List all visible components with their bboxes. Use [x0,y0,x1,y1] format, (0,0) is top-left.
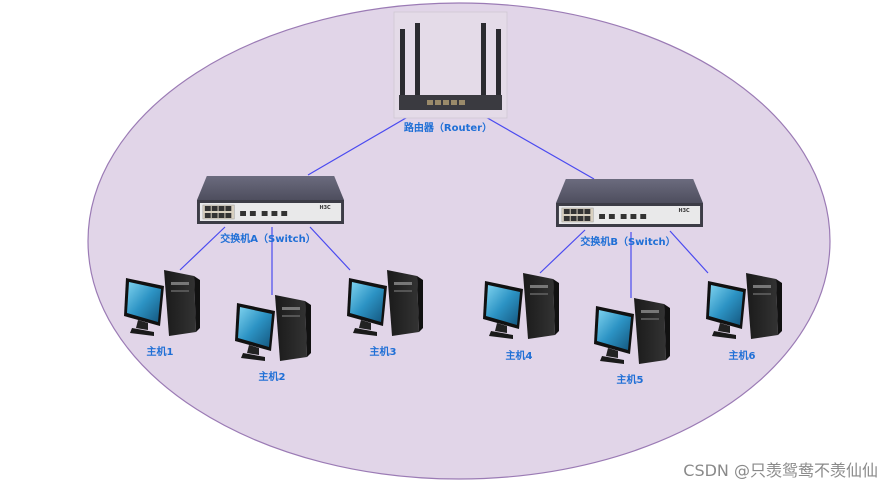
host-3-label: 主机3 [369,347,397,358]
switch-a-icon [196,175,345,225]
router-icon [393,11,508,119]
link-switch-b-host-6 [669,230,709,274]
switch-b-icon [555,178,704,228]
link-switch-b-host-4 [539,229,586,274]
router-label: 路由器（Router） [403,123,493,134]
switch-b-label: 交换机B（Switch） [580,237,676,248]
switch-a-label: 交换机A（Switch） [220,234,316,245]
watermark: CSDN @只羡鸳鸯不羡仙仙 [683,461,878,480]
host-1-label: 主机1 [146,347,174,358]
link-switch-a-host-3 [309,226,351,271]
host-5-label: 主机5 [616,375,644,386]
host-4-label: 主机4 [505,351,533,362]
host-6-label: 主机6 [728,351,756,362]
link-switch-a-host-1 [179,226,226,271]
host-2-label: 主机2 [258,372,286,383]
